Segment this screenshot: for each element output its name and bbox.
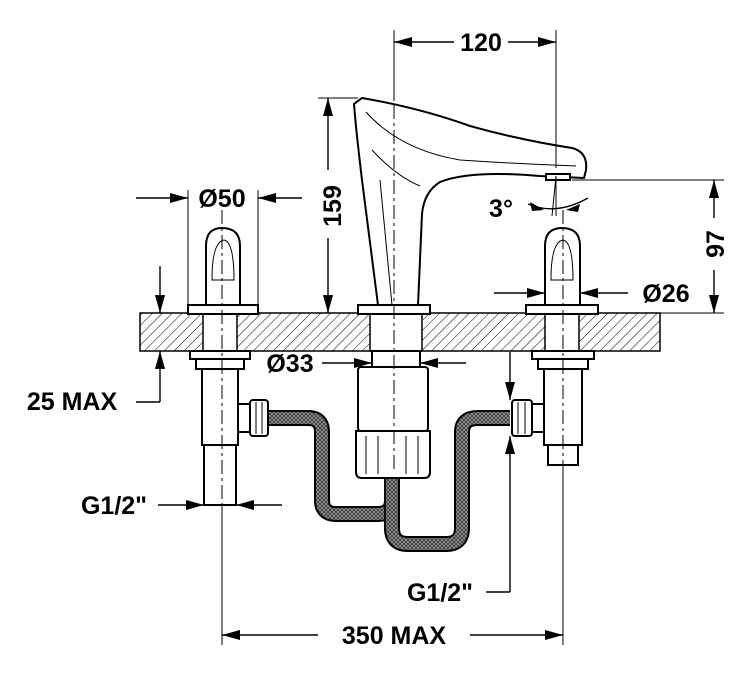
dimension-350-max xyxy=(221,470,564,645)
left-handle xyxy=(187,226,259,315)
dim-label-o33: Ø33 xyxy=(266,350,313,378)
dimension-97 xyxy=(572,179,724,314)
spout-shank xyxy=(355,350,431,479)
dimension-angle xyxy=(527,175,589,217)
dim-label-o50: Ø50 xyxy=(198,185,245,213)
dim-label-159: 159 xyxy=(319,185,347,227)
dimension-o50 xyxy=(136,190,302,305)
dimension-120 xyxy=(393,30,557,168)
dim-label-g-left: G1/2" xyxy=(81,492,147,520)
dim-label-25-max: 25 MAX xyxy=(27,388,118,416)
dim-label-g-right: G1/2" xyxy=(407,579,473,607)
dimension-o33 xyxy=(322,358,466,368)
right-handle xyxy=(525,226,599,315)
dim-label-angle: 3° xyxy=(489,195,513,223)
dim-label-350-max: 350 MAX xyxy=(342,622,447,650)
dimension-o26 xyxy=(494,288,628,298)
dim-label-120: 120 xyxy=(460,29,502,57)
dimension-g-right xyxy=(486,352,515,593)
dim-label-o26: Ø26 xyxy=(642,280,689,308)
right-valve-body xyxy=(511,350,595,466)
dim-label-97: 97 xyxy=(702,230,730,258)
braided-hose-right xyxy=(384,410,510,552)
dimension-g-left xyxy=(158,500,282,510)
dimension-159 xyxy=(318,97,358,313)
left-valve-body xyxy=(189,350,269,506)
dimension-25-max xyxy=(136,266,165,403)
countertop-deck xyxy=(139,312,661,352)
center-lines xyxy=(221,80,564,520)
